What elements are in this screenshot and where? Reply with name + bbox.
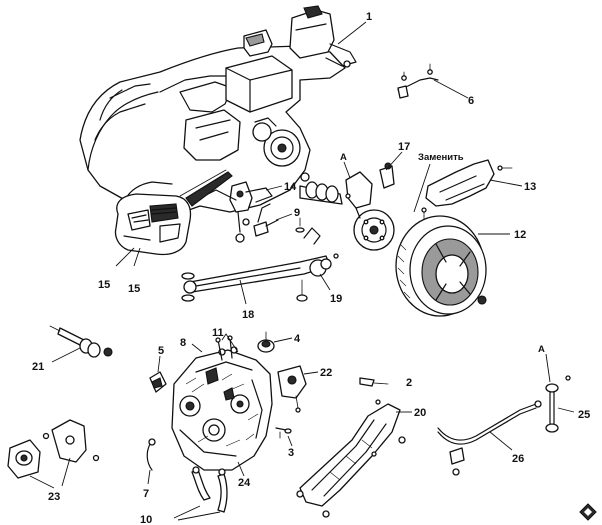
callout-18: 18 [242,309,254,321]
callout-25: 25 [578,409,590,421]
car-emblem-icon [579,503,597,521]
vehicle-body-outline [79,29,346,216]
connector-detail-view [114,169,233,256]
callout-6: 6 [468,95,474,107]
callout-2: 2 [406,377,412,389]
callout-22: 22 [320,367,332,379]
drive-shaft-assembly [299,172,343,205]
callout-14: 14 [284,181,297,193]
front-crossmember [296,399,406,518]
callout-10: 10 [140,514,152,525]
callout-1: 1 [366,11,372,23]
stabilizer-bar [437,403,537,476]
callout-9: 9 [294,207,300,219]
callout-5: 5 [158,345,164,357]
speed-sensor [242,203,279,237]
callout-7: 7 [143,488,149,500]
stabilizer-link [534,375,571,433]
splash-shield [421,159,513,223]
axle-shaft-small [49,325,113,358]
callout-23: 23 [48,491,60,503]
callout-15-left: 15 [98,279,110,291]
cooler-line-fitting [146,438,156,471]
stabilizer-link-bar [181,255,331,302]
callout-21: 21 [32,361,44,373]
callout-4: 4 [294,333,301,345]
mounting-bolt-2 [359,377,389,387]
upper-mount-insulator [257,331,275,353]
ground-wire [397,63,439,99]
replace-note: Заменить [418,152,464,163]
shift-lever-clip [149,371,167,393]
callout-3: 3 [288,447,294,459]
callout-26: 26 [512,453,524,465]
callout-12: 12 [514,229,526,241]
callout-11: 11 [212,327,224,339]
front-wheel [395,215,487,317]
callout-13: 13 [524,181,536,193]
callout-19: 19 [330,293,342,305]
callout-20: 20 [414,407,426,419]
transaxle-case [171,346,273,471]
engine-mount-bracket [42,419,100,463]
reference-mark-a-top: A [340,152,347,163]
callout-24: 24 [238,477,251,489]
tie-rod-ball-joint [295,217,339,302]
reference-mark-a-right: A [538,344,545,355]
callout-17: 17 [398,141,410,153]
steering-knuckle-hub [345,162,395,251]
callout-8: 8 [180,337,186,349]
coolant-reservoir [289,5,357,68]
engine-mount-left [7,439,41,479]
mounting-bolt-3 [275,427,292,439]
oil-cooler-hoses [191,466,228,513]
rear-mount-bracket [277,365,307,413]
callout-15-right: 15 [128,283,140,295]
